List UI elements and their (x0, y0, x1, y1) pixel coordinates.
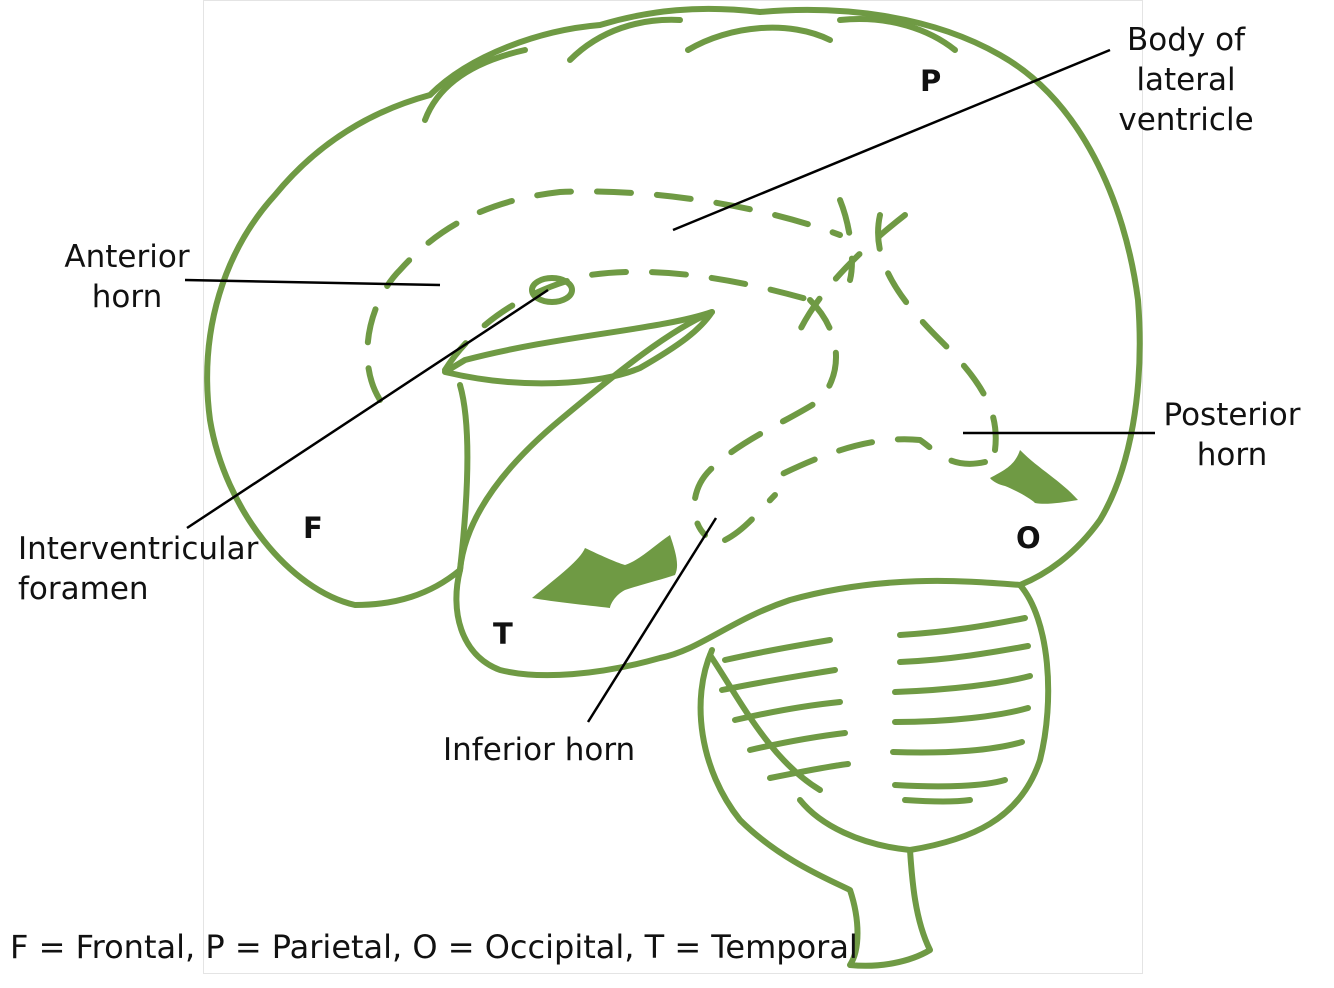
brain-outline (204, 5, 1143, 969)
inferior-leader (586, 517, 718, 723)
lobe-letter-t: T (493, 617, 513, 651)
gyrus-line-4 (837, 16, 958, 53)
label-inferior-horn: Inferior horn (443, 732, 636, 768)
cerebrum-outline (204, 5, 1143, 679)
interventricular-leader (186, 288, 549, 530)
label-interventricular-foramen: Interventricular foramen (18, 531, 259, 607)
label-body-of-lateral-ventricle: Body of lateral ventricle (1118, 22, 1254, 138)
label-anterior-horn: Anterior horn (64, 239, 190, 315)
inferior-horn-arrow (532, 535, 678, 608)
temporal-boundary (457, 309, 715, 573)
arrows (532, 450, 1078, 608)
lobe-letter-p: P (920, 64, 942, 98)
ventricle-upper-contour (364, 188, 843, 403)
brainstem-inner (707, 652, 823, 793)
posterior-horn-lower (767, 436, 988, 483)
posterior-horn-arrow (990, 450, 1078, 504)
anterior-leader (184, 278, 441, 287)
cerebellum-outline (797, 582, 1052, 853)
gyrus-line-1 (422, 47, 528, 123)
figure-frame (203, 0, 1143, 974)
body-crossline (797, 212, 908, 333)
lobe-letter-f: F (303, 511, 323, 545)
label-posterior-horn: Posterior horn (1163, 397, 1301, 473)
ventricle-body-lower (442, 268, 813, 373)
gyrus-line-2 (567, 16, 683, 63)
inferior-horn-contour (691, 297, 839, 538)
lobe-letter-o: O (1016, 521, 1041, 555)
caption: F = Frontal, P = Parietal, O = Occipital… (10, 928, 858, 966)
gyrus-line-3 (685, 24, 833, 53)
frontal-fold (457, 382, 471, 573)
ventricle-dashed-outline (364, 188, 999, 543)
leader-lines (184, 48, 1155, 723)
inferior-horn-lower (722, 492, 778, 543)
cerebellum-folia (719, 615, 1033, 805)
interventricular-foramen-shape (529, 275, 575, 305)
brainstem-outline (697, 647, 933, 969)
body-leader (672, 48, 1111, 232)
thalamus-divider (837, 197, 855, 283)
posterior-horn-contour (875, 212, 999, 453)
sylvian-fold (442, 309, 715, 387)
